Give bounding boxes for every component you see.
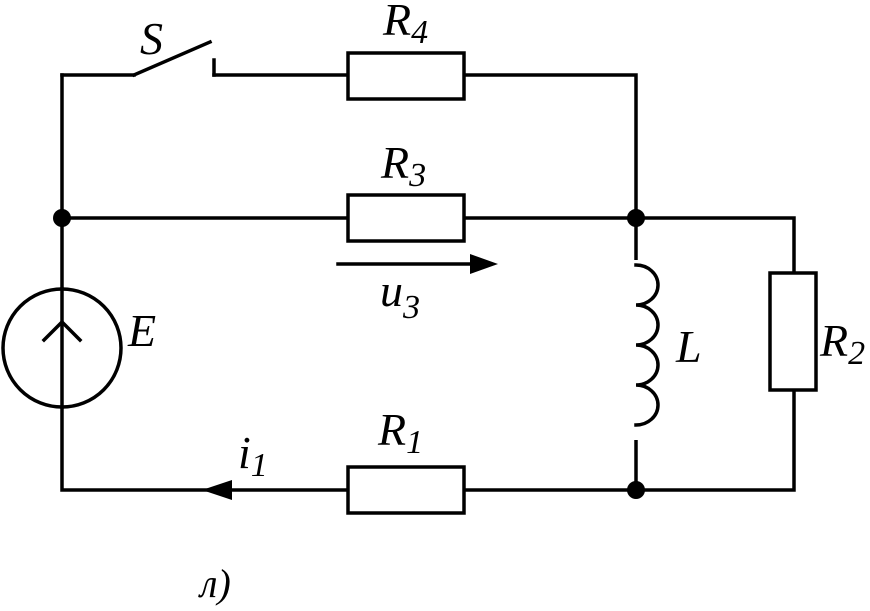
- resistor-r3: [346, 193, 466, 243]
- resistor-r4: [346, 51, 466, 101]
- top-wire: [212, 73, 638, 492]
- node-right-top: [627, 209, 645, 227]
- label-r4: R4: [382, 0, 428, 51]
- label-i1: i1: [238, 427, 268, 484]
- resistor-r2: [768, 271, 818, 392]
- caption: л): [198, 561, 231, 606]
- label-u3: u3: [380, 265, 420, 326]
- i1-arrow: [202, 480, 232, 500]
- resistor-r1: [346, 465, 466, 515]
- right-branch-wire: [634, 216, 796, 492]
- u3-arrow: [336, 254, 498, 274]
- label-s: S: [140, 13, 163, 64]
- switch-blade: [131, 39, 213, 78]
- switch-s: [131, 39, 216, 78]
- source-arrowhead: [41, 319, 83, 343]
- label-r1: R1: [377, 404, 423, 461]
- label-l: L: [675, 321, 702, 372]
- voltage-source-e: [1, 287, 123, 409]
- left-wire: [60, 73, 350, 492]
- inductor-l: [620, 260, 668, 440]
- wires: [60, 73, 796, 492]
- node-right-bottom: [627, 481, 645, 499]
- label-r3: R3: [380, 137, 426, 194]
- label-r2: R2: [819, 315, 865, 372]
- junction-nodes: [53, 209, 645, 499]
- label-e: E: [127, 305, 156, 356]
- node-left: [53, 209, 71, 227]
